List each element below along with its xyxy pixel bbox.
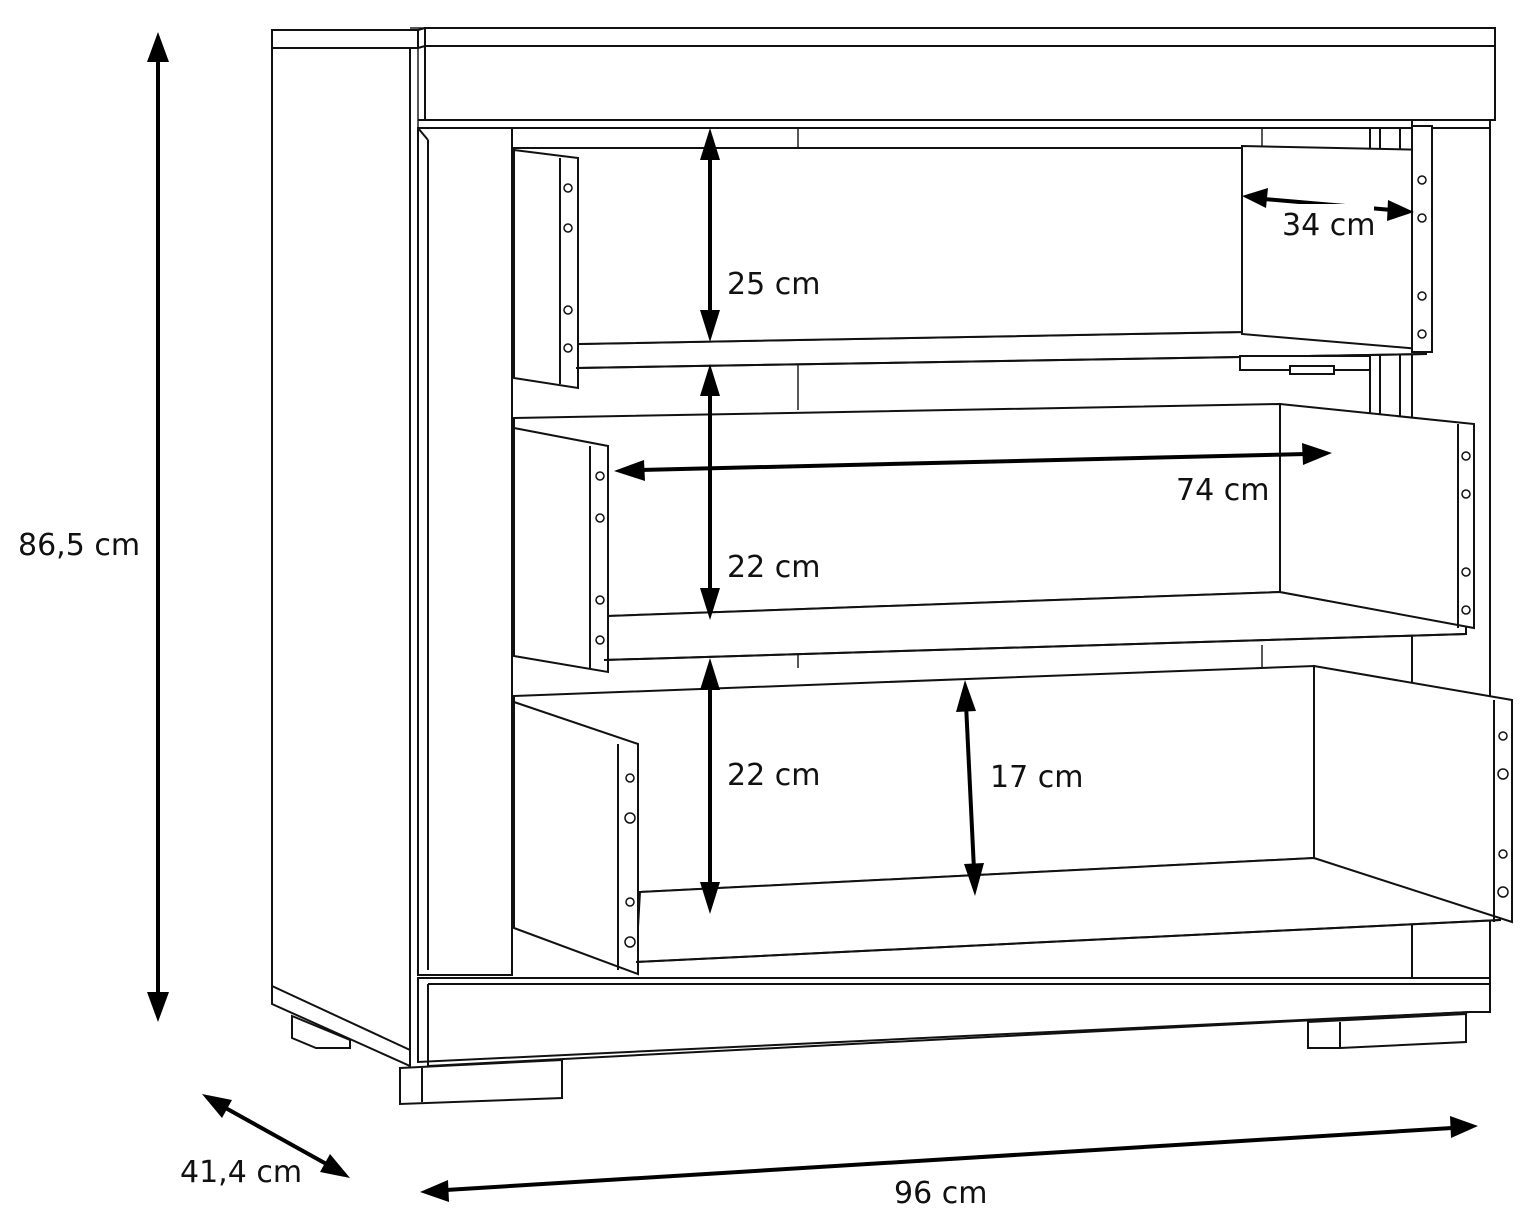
label-drawer-width: 74 cm <box>1176 473 1269 508</box>
drawer-bottom-left-side <box>513 700 639 976</box>
drawer-top-front-right <box>1411 125 1433 353</box>
foot-front-left <box>399 1058 563 1106</box>
drawer-middle-right-side <box>1279 402 1475 630</box>
depth-arrow-line <box>221 1104 331 1168</box>
drawer-middle <box>513 402 1475 674</box>
plinth-front <box>417 977 1491 1064</box>
inner-height-arrow <box>964 703 976 871</box>
drawer-middle-left-side <box>513 426 609 674</box>
drawer-bottom <box>513 664 1513 976</box>
width-arrow-head-right <box>1450 1116 1478 1138</box>
drawer-top-back <box>513 147 1243 345</box>
drawer-top-right-side <box>1241 144 1433 352</box>
height-arrow-head-top <box>147 32 169 62</box>
height-arrow-head-bottom <box>147 992 169 1022</box>
drawer-middle-back <box>513 402 1281 617</box>
label-drawer-inner-height: 17 cm <box>990 760 1083 795</box>
width-arrow-head-left <box>420 1180 449 1202</box>
label-drawer-top-height: 25 cm <box>727 267 820 302</box>
plinth-side <box>271 984 411 1068</box>
drawer-top <box>513 125 1433 390</box>
width-arrow-line <box>445 1126 1453 1192</box>
label-drawer-depth: 34 cm <box>1282 208 1375 243</box>
dimension-labels: 86,5 cm 41,4 cm 96 cm 25 cm 34 cm 74 cm … <box>18 204 1375 1211</box>
left-stile <box>417 127 513 976</box>
foot-front-right <box>1307 1012 1467 1049</box>
side-panel <box>271 47 411 1062</box>
drawer-width-arrow <box>639 452 1307 472</box>
label-drawer-bottom-height: 22 cm <box>727 758 820 793</box>
label-width: 96 cm <box>894 1176 987 1211</box>
label-height: 86,5 cm <box>18 528 140 563</box>
top-front <box>424 27 1496 121</box>
top-side <box>271 29 419 49</box>
label-depth: 41,4 cm <box>180 1155 302 1190</box>
drawer-bottom-right-side <box>1313 664 1513 924</box>
label-drawer-middle-height: 22 cm <box>727 550 820 585</box>
depth-arrow-head-right <box>320 1154 350 1178</box>
foot-back-left <box>291 1014 351 1049</box>
drawer-top-left-side <box>513 148 579 390</box>
depth-arrow-head-left <box>202 1094 232 1118</box>
